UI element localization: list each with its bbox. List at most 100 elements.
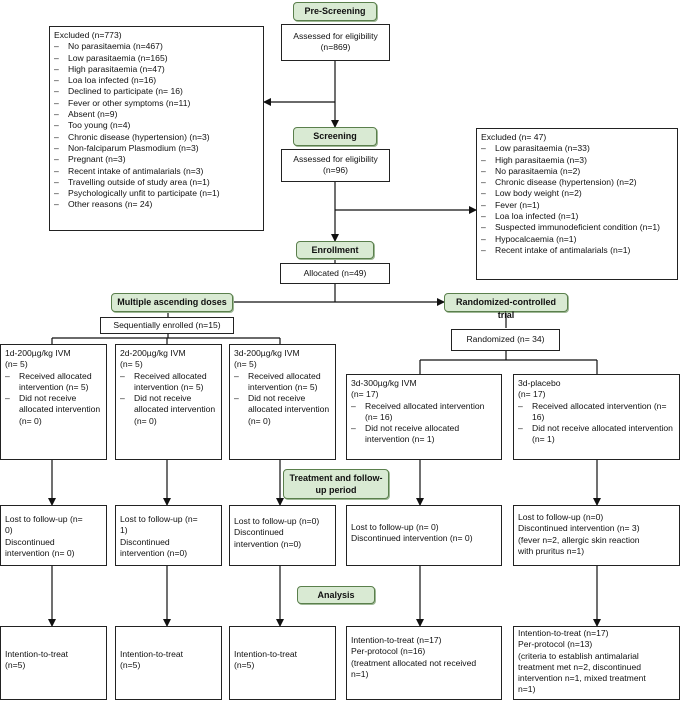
analysis-line: treatment met n=2, discontinued: [518, 661, 642, 672]
followup-line: Lost to follow-up (n=: [120, 514, 198, 524]
analysis-line: Intention-to-treat (n=17): [351, 635, 442, 645]
arm-intervention-item: Did not receive allocated intervention (…: [120, 393, 217, 427]
arm-count: (n= 5): [120, 359, 143, 370]
analysis-line: n=1): [351, 668, 369, 679]
analysis-line: n=1): [518, 684, 536, 695]
arm-intervention-list: Received allocated intervention (n= 5)Di…: [120, 371, 217, 427]
exclusion-reason: Chronic disease (hypertension) (n=3): [54, 132, 259, 144]
stage-enrollment: Enrollment: [296, 241, 374, 259]
exclusion-reason: Pregnant (n=3): [54, 154, 259, 166]
arm-intervention-item: Received allocated intervention (n= 5): [5, 371, 102, 394]
followup-line: Discontinued: [234, 527, 284, 538]
exclusion-reason: Recent intake of antimalarials (n=3): [54, 166, 259, 178]
arm-intervention-list: Received allocated intervention (n= 16)D…: [351, 401, 497, 446]
randomized-box: Randomized (n= 34): [451, 329, 560, 351]
analysis-line: (treatment allocated not received: [351, 657, 477, 668]
arm-count: (n= 17): [351, 389, 379, 400]
arm-intervention-item: Received allocated intervention (n= 5): [120, 371, 217, 394]
exclusion-reason: Chronic disease (hypertension) (n=2): [481, 177, 673, 189]
exclusion-reason: No parasitaemia (n=467): [54, 41, 259, 53]
followup-line: intervention (n= 0): [5, 547, 75, 558]
stage-multiple-ascending-doses: Multiple ascending doses: [111, 293, 233, 312]
analysis-line: Intention-to-treat: [5, 649, 69, 659]
arm-box-1d-200: 1d-200µg/kg IVM(n= 5)Received allocated …: [0, 344, 107, 460]
exclusion-reason: Hypocalcaemia (n=1): [481, 234, 673, 246]
followup-line: intervention (n=0): [120, 547, 188, 558]
exclusion-reason: Fever (n=1): [481, 200, 673, 212]
analysis-line: Intention-to-treat: [234, 649, 298, 659]
followup-line: Discontinued intervention (n= 0): [351, 533, 473, 544]
followup-line: with pruritus n=1): [518, 545, 585, 556]
arm-intervention-item: Did not receive allocated intervention (…: [5, 393, 102, 427]
arm-count: (n= 17): [518, 389, 546, 400]
arm-intervention-item: Received allocated intervention (n= 5): [234, 371, 331, 394]
exclusion-reason: High parasitaemia (n=3): [481, 155, 673, 167]
exclusion-reason: Low parasitaemia (n=165): [54, 53, 259, 65]
stage-screening: Screening: [293, 127, 377, 146]
followup-line: Discontinued: [5, 536, 55, 547]
exclusion-reason: High parasitaemia (n=47): [54, 64, 259, 76]
excluded-prescreening-list: No parasitaemia (n=467)Low parasitaemia …: [54, 41, 259, 211]
stage-pre-screening: Pre-Screening: [293, 2, 377, 21]
arm-title: 2d-200µg/kg IVM: [120, 348, 186, 358]
analysis-line: (n=5): [234, 660, 255, 671]
arm-count: (n= 5): [234, 359, 257, 370]
exclusion-reason: Fever or other symptoms (n=11): [54, 98, 259, 110]
arm-box-2d-200: 2d-200µg/kg IVM(n= 5)Received allocated …: [115, 344, 222, 460]
stage-randomized-controlled-trial: Randomized-controlled trial: [444, 293, 568, 320]
followup-line: Discontinued: [120, 536, 170, 547]
stage-analysis: Analysis: [297, 586, 375, 604]
excluded-prescreening-box: Excluded (n=773) No parasitaemia (n=467)…: [49, 26, 264, 231]
exclusion-reason: Low body weight (n=2): [481, 188, 673, 200]
arm-intervention-item: Received allocated intervention (n= 16): [518, 401, 675, 424]
screening-assessed-box: Assessed for eligibility (n=96): [281, 149, 390, 182]
arm-intervention-item: Did not receive allocated intervention (…: [351, 423, 497, 446]
followup-line: intervention (n=0): [234, 538, 302, 549]
arm-title: 3d-placebo: [518, 378, 561, 388]
arm-count: (n= 5): [5, 359, 28, 370]
arm-intervention-item: Did not receive allocated intervention (…: [518, 423, 675, 446]
excluded-screening-list: Low parasitaemia (n=33)High parasitaemia…: [481, 143, 673, 256]
arm-box-3d-200: 3d-200µg/kg IVM(n= 5)Received allocated …: [229, 344, 336, 460]
analysis-line: (n=5): [120, 660, 141, 671]
followup-line: 1): [120, 525, 128, 536]
stage-treatment-follow-up: Treatment and follow-up period: [283, 469, 389, 499]
exclusion-reason: Loa loa infected (n=16): [54, 75, 259, 87]
arm-title: 3d-200µg/kg IVM: [234, 348, 300, 358]
exclusion-reason: Low parasitaemia (n=33): [481, 143, 673, 155]
exclusion-reason: Travelling outside of study area (n=1): [54, 177, 259, 189]
excluded-screening-title: Excluded (n= 47): [481, 132, 547, 142]
exclusion-reason: Absent (n=9): [54, 109, 259, 121]
exclusion-reason: Suspected immunodeficient condition (n=1…: [481, 222, 673, 234]
exclusion-reason: Non-falciparum Plasmodium (n=3): [54, 143, 259, 155]
analysis-line: Per-protocol (n=13): [518, 639, 593, 650]
arm-title: 1d-200µg/kg IVM: [5, 348, 71, 358]
analysis-box-1d-200: Intention-to-treat(n=5): [0, 626, 107, 700]
analysis-line: (criteria to establish antimalarial: [518, 650, 639, 661]
followup-box-3d-placebo: Lost to follow-up (n=0)Discontinued inte…: [513, 505, 680, 566]
exclusion-reason: Declined to participate (n= 16): [54, 86, 259, 98]
excluded-screening-box: Excluded (n= 47) Low parasitaemia (n=33)…: [476, 128, 678, 280]
followup-box-3d-300: Lost to follow-up (n= 0)Discontinued int…: [346, 505, 502, 566]
exclusion-reason: Psychologically unfit to participate (n=…: [54, 188, 259, 200]
sequentially-enrolled-box: Sequentially enrolled (n=15): [100, 317, 234, 334]
analysis-line: Intention-to-treat: [120, 649, 184, 659]
arm-intervention-list: Received allocated intervention (n= 5)Di…: [5, 371, 102, 427]
analysis-box-3d-300: Intention-to-treat (n=17)Per-protocol (n…: [346, 626, 502, 700]
arm-box-3d-placebo: 3d-placebo(n= 17)Received allocated inte…: [513, 374, 680, 460]
arm-intervention-list: Received allocated intervention (n= 5)Di…: [234, 371, 331, 427]
analysis-box-3d-200: Intention-to-treat(n=5): [229, 626, 336, 700]
prescreening-assessed-box: Assessed for eligibility (n=869): [281, 24, 390, 61]
followup-line: Lost to follow-up (n=0): [518, 512, 604, 522]
allocated-box: Allocated (n=49): [280, 263, 390, 284]
followup-line: Discontinued intervention (n= 3): [518, 523, 640, 534]
exclusion-reason: Too young (n=4): [54, 120, 259, 132]
exclusion-reason: Other reasons (n= 24): [54, 199, 259, 211]
followup-line: Lost to follow-up (n=: [5, 514, 83, 524]
analysis-line: Per-protocol (n=16): [351, 646, 426, 657]
analysis-line: (n=5): [5, 660, 26, 671]
excluded-prescreening-title: Excluded (n=773): [54, 30, 122, 40]
